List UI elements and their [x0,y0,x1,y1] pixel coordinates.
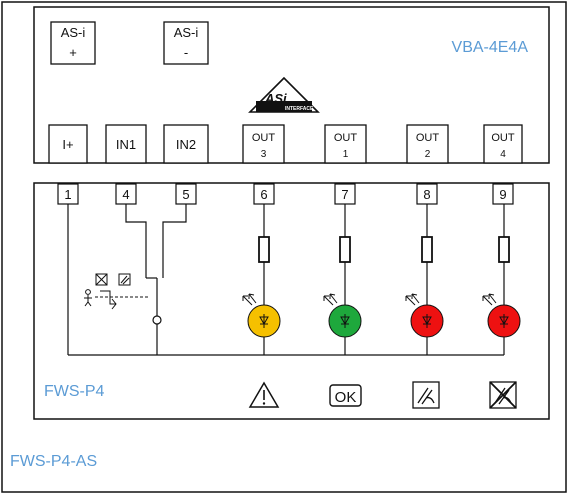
panel-terminal-5: 5 [175,183,197,205]
panel-terminal-8: 8 [416,183,438,205]
svg-text:6: 6 [260,187,267,202]
crossed-pen-icon [489,381,517,409]
assembly-name: FWS-P4-AS [10,453,97,470]
svg-text:4: 4 [500,149,506,160]
svg-text:9: 9 [499,187,506,202]
asi-minus-sign: - [184,45,188,60]
led-red-icon [482,293,521,338]
panel-box [33,182,550,420]
svg-text:3: 3 [261,149,267,160]
iplus-terminal [48,124,88,164]
asi-logo-text: ASi [264,91,287,106]
asi-interface-logo-icon: ASi INTERFACE [248,76,320,113]
asi-logo-subtext: INTERFACE [285,106,314,112]
warning-triangle-icon [248,381,280,408]
output-branch-1 [339,204,351,355]
led-green-icon [323,293,362,338]
out-terminal-2: OUT 2 [406,124,449,164]
svg-text:5: 5 [182,187,189,202]
module-box [33,6,550,164]
svg-text:1: 1 [343,149,349,160]
asi-plus-sign: + [69,45,77,60]
panel-terminal-4: 4 [115,183,137,205]
in1-label: IN1 [116,137,136,152]
iplus-label: I+ [62,137,73,152]
svg-text:7: 7 [341,187,348,202]
panel-name: FWS-P4 [44,383,105,400]
ok-text: OK [335,389,357,406]
hand-actuator-icon [84,273,150,310]
output-branch-2 [421,204,433,355]
output-branch-3 [258,204,270,355]
svg-text:OUT: OUT [334,132,358,144]
svg-text:OUT: OUT [416,132,440,144]
ok-box-icon: OK [329,384,362,407]
panel-terminal-6: 6 [253,183,275,205]
out-terminal-1: OUT 1 [324,124,367,164]
asi-minus-label: AS-i [174,25,199,40]
in2-terminal [163,124,209,164]
led-yellow-icon [242,293,281,338]
svg-text:8: 8 [423,187,430,202]
panel-terminal-7: 7 [334,183,356,205]
led-red-icon [405,293,444,338]
svg-text:OUT: OUT [252,132,276,144]
svg-text:2: 2 [425,149,431,160]
asi-plus-label: AS-i [61,25,86,40]
in1-terminal [105,124,147,164]
hand-pen-icon [412,381,440,409]
svg-text:1: 1 [64,187,71,202]
svg-text:4: 4 [122,187,129,202]
module-name: VBA-4E4A [452,39,529,56]
output-branch-4 [498,204,510,355]
asi-plus-terminal [50,21,96,65]
out-terminal-3: OUT 3 [242,124,285,164]
switch-wiring [67,204,504,356]
asi-minus-terminal [163,21,209,65]
out-terminal-4: OUT 4 [483,124,523,164]
svg-text:OUT: OUT [491,132,515,144]
panel-terminal-9: 9 [492,183,514,205]
panel-terminal-1: 1 [57,183,79,205]
in2-label: IN2 [176,137,196,152]
